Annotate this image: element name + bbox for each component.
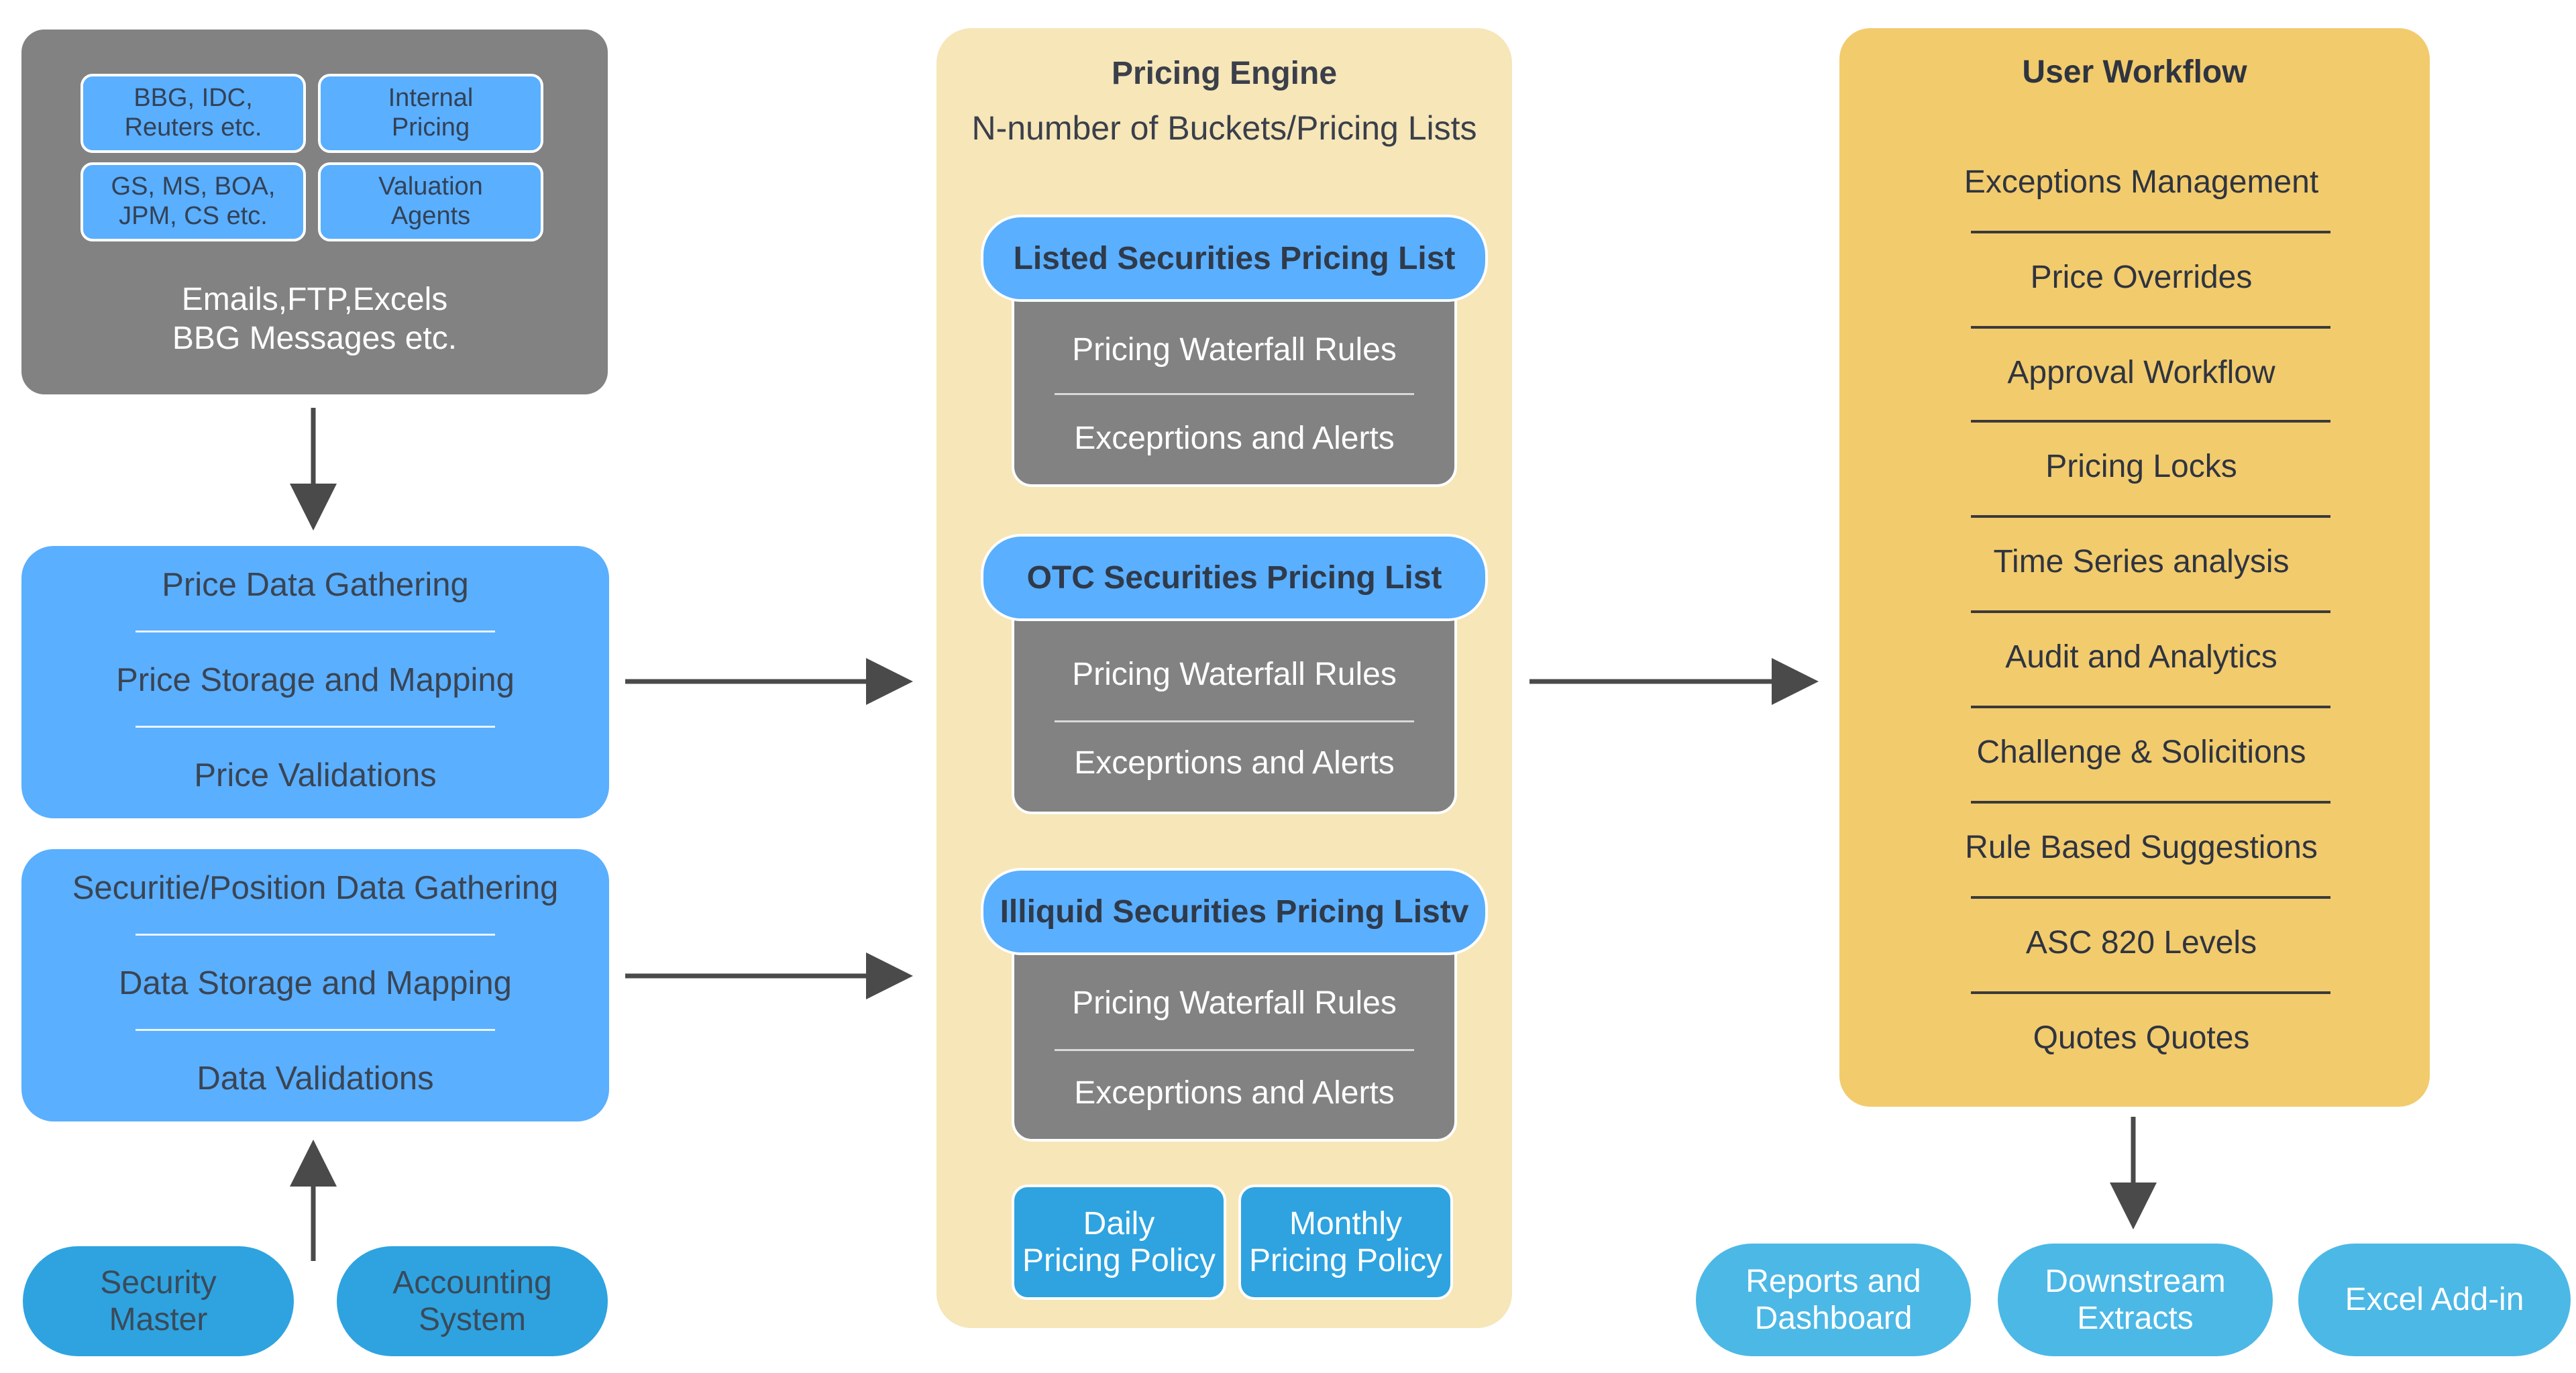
data-sources-box: BBG, IDC, Reuters etc. Internal Pricing … bbox=[21, 30, 608, 394]
engine-subtitle: N-number of Buckets/Pricing Lists bbox=[971, 109, 1477, 147]
accounting-system-node: Accounting System bbox=[337, 1246, 608, 1356]
otc-securities-header: OTC Securities Pricing List bbox=[981, 534, 1488, 621]
workflow-item-timeseries: Time Series analysis bbox=[1993, 544, 2290, 580]
daily-pricing-policy: Daily Pricing Policy bbox=[1012, 1185, 1226, 1300]
price-divider-2 bbox=[136, 726, 495, 728]
illiquid-securities-header: Illiquid Securities Pricing Listv bbox=[981, 868, 1488, 955]
workflow-item-exceptions: Exceptions Management bbox=[1964, 164, 2319, 200]
monthly-pricing-policy: Monthly Pricing Policy bbox=[1238, 1185, 1453, 1300]
price-divider-1 bbox=[136, 630, 495, 633]
workflow-item-asc820: ASC 820 Levels bbox=[2025, 925, 2257, 960]
listed-divider bbox=[1055, 393, 1414, 395]
workflow-divider bbox=[1971, 706, 2330, 708]
price-row-gathering: Price Data Gathering bbox=[162, 567, 469, 603]
listed-securities-body: Pricing Waterfall Rules Exceprtions and … bbox=[1012, 294, 1457, 487]
listed-rule: Pricing Waterfall Rules bbox=[1072, 332, 1397, 368]
workflow-item-audit: Audit and Analytics bbox=[2005, 639, 2277, 675]
workflow-divider bbox=[1971, 515, 2330, 518]
pricing-engine-panel: Pricing Engine N-number of Buckets/Prici… bbox=[936, 28, 1512, 1328]
source-chip-bbg: BBG, IDC, Reuters etc. bbox=[80, 74, 306, 153]
otc-divider bbox=[1055, 720, 1414, 722]
excel-addin-node: Excel Add-in bbox=[2298, 1244, 2571, 1356]
workflow-title: User Workflow bbox=[2022, 54, 2247, 90]
workflow-item-overrides: Price Overrides bbox=[2030, 260, 2253, 295]
workflow-item-challenge: Challenge & Solicitions bbox=[1976, 734, 2306, 770]
otc-alerts: Exceprtions and Alerts bbox=[1074, 745, 1395, 781]
workflow-item-quotes: Quotes Quotes bbox=[2033, 1020, 2250, 1056]
price-row-storage: Price Storage and Mapping bbox=[116, 662, 515, 698]
sources-caption-line1: Emails,FTP,Excels bbox=[181, 282, 448, 317]
workflow-divider bbox=[1971, 896, 2330, 899]
illiquid-rule: Pricing Waterfall Rules bbox=[1072, 985, 1397, 1021]
workflow-divider bbox=[1971, 326, 2330, 329]
workflow-divider bbox=[1971, 420, 2330, 423]
position-row-storage: Data Storage and Mapping bbox=[119, 965, 512, 1001]
workflow-item-suggestions: Rule Based Suggestions bbox=[1965, 830, 2318, 865]
engine-title: Pricing Engine bbox=[1111, 56, 1338, 91]
source-chip-internal: Internal Pricing bbox=[318, 74, 543, 153]
otc-rule: Pricing Waterfall Rules bbox=[1072, 657, 1397, 692]
workflow-divider bbox=[1971, 991, 2330, 994]
illiquid-securities-body: Pricing Waterfall Rules Exceprtions and … bbox=[1012, 947, 1457, 1142]
illiquid-divider bbox=[1055, 1049, 1414, 1051]
position-row-validations: Data Validations bbox=[197, 1060, 434, 1097]
otc-securities-body: Pricing Waterfall Rules Exceprtions and … bbox=[1012, 613, 1457, 814]
downstream-extracts-node: Downstream Extracts bbox=[1998, 1244, 2273, 1356]
reports-dashboard-node: Reports and Dashboard bbox=[1696, 1244, 1971, 1356]
position-divider-1 bbox=[136, 934, 495, 936]
user-workflow-panel: User Workflow Exceptions Management Pric… bbox=[1839, 28, 2430, 1107]
source-chip-valuation: Valuation Agents bbox=[318, 162, 543, 241]
security-master-node: Security Master bbox=[23, 1246, 294, 1356]
workflow-divider bbox=[1971, 801, 2330, 804]
price-data-panel: Price Data Gathering Price Storage and M… bbox=[21, 546, 609, 818]
illiquid-alerts: Exceprtions and Alerts bbox=[1074, 1075, 1395, 1111]
workflow-divider bbox=[1971, 231, 2330, 233]
position-row-gathering: Securitie/Position Data Gathering bbox=[72, 870, 559, 906]
listed-alerts: Exceprtions and Alerts bbox=[1074, 421, 1395, 456]
workflow-item-locks: Pricing Locks bbox=[2045, 449, 2237, 484]
position-data-panel: Securitie/Position Data Gathering Data S… bbox=[21, 849, 609, 1121]
sources-caption-line2: BBG Messages etc. bbox=[172, 321, 458, 356]
source-chip-banks: GS, MS, BOA, JPM, CS etc. bbox=[80, 162, 306, 241]
workflow-item-approval: Approval Workflow bbox=[2007, 355, 2275, 390]
price-row-validations: Price Validations bbox=[194, 757, 437, 793]
listed-securities-header: Listed Securities Pricing List bbox=[981, 215, 1488, 302]
workflow-divider bbox=[1971, 610, 2330, 613]
position-divider-2 bbox=[136, 1029, 495, 1031]
